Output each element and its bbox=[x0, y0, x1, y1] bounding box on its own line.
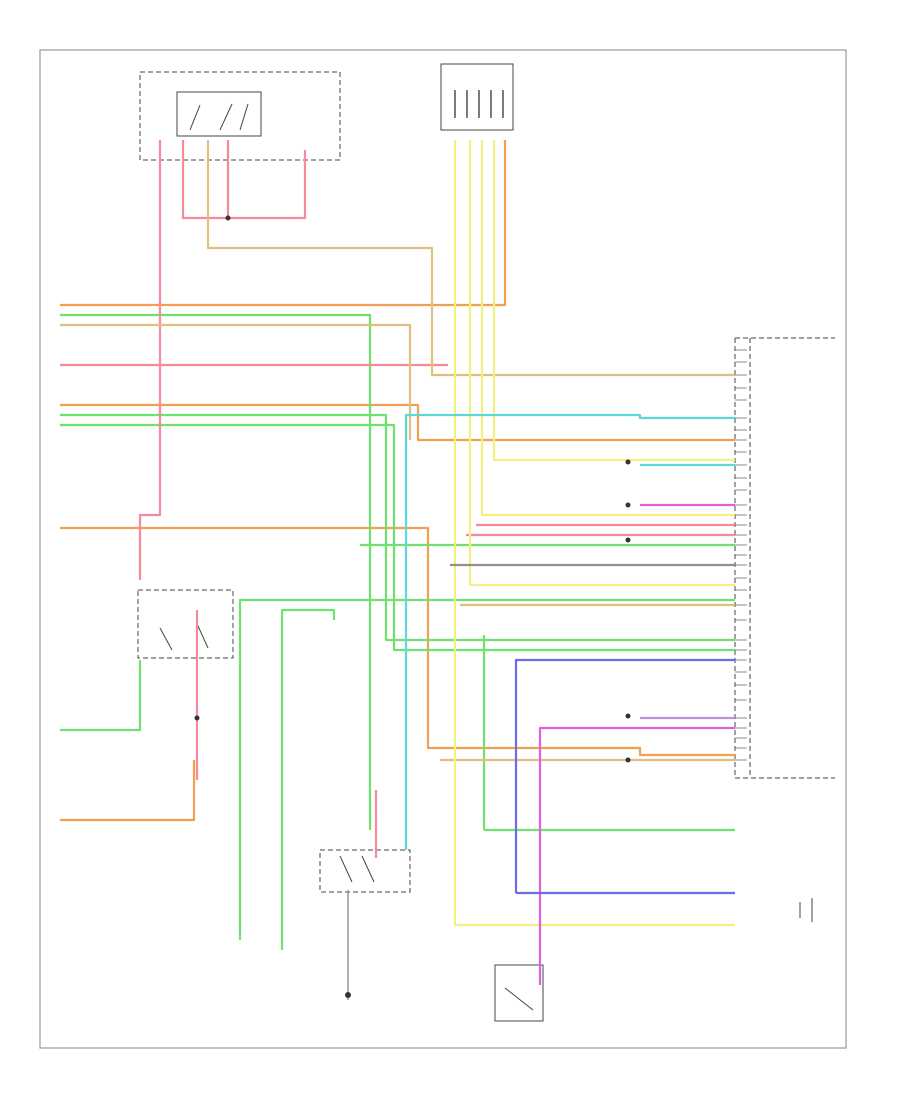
component-outlines bbox=[137, 63, 835, 1022]
diagram-frame bbox=[39, 49, 847, 1049]
bottom-switch-box bbox=[319, 849, 411, 893]
wire-green-8 bbox=[482, 635, 735, 832]
bottom-right-switch bbox=[494, 964, 544, 1022]
wire-tan-2 bbox=[206, 140, 735, 377]
relay-element bbox=[176, 91, 262, 137]
wire-yellow-1 bbox=[453, 140, 735, 927]
wire-green-2 bbox=[60, 413, 735, 642]
wire-green-5 bbox=[238, 598, 735, 940]
wire-blue-1 bbox=[514, 658, 735, 895]
wire-orange-1 bbox=[60, 140, 507, 307]
wire-magenta-1 bbox=[538, 726, 735, 985]
module-connector-outline bbox=[734, 337, 835, 778]
wire-yellow-3 bbox=[480, 140, 735, 517]
wire-tan-1 bbox=[60, 323, 412, 440]
wire-green-3 bbox=[60, 423, 735, 652]
top-sensor-box bbox=[440, 63, 514, 131]
wire-yellow-4 bbox=[492, 140, 735, 462]
wire-orange-4 bbox=[60, 403, 735, 442]
wire-orange-2 bbox=[60, 526, 735, 757]
wires bbox=[60, 140, 735, 1000]
wire-cyan-1 bbox=[404, 413, 735, 850]
wire-yellow-2 bbox=[468, 140, 735, 587]
splice-dots bbox=[194, 215, 631, 998]
wire-green-4 bbox=[60, 660, 142, 732]
left-relay-box bbox=[137, 589, 234, 659]
wire-pink-2 bbox=[138, 140, 162, 580]
wire-pink-3 bbox=[181, 140, 307, 220]
wire-green-1 bbox=[60, 313, 372, 830]
module-pins bbox=[735, 349, 747, 761]
wire-green-6 bbox=[280, 608, 336, 950]
top-relay-box bbox=[139, 71, 341, 161]
bottom-right-sensor bbox=[799, 898, 813, 922]
wire-orange-3 bbox=[60, 760, 196, 822]
